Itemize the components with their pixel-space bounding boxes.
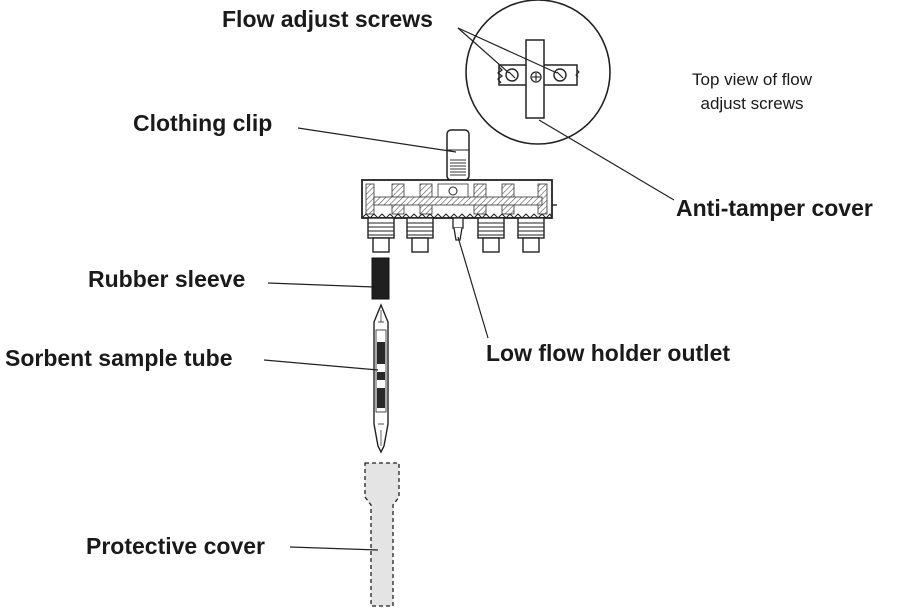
multi-tube-holder: [361, 179, 557, 219]
leader-rubber-sleeve: [267, 282, 375, 288]
label-sorbent-sample-tube: Sorbent sample tube: [5, 345, 233, 371]
tube-port-1: [367, 217, 395, 253]
leader-protective-cover: [289, 546, 379, 551]
leader-lines: [263, 27, 675, 551]
tube-port-3: [477, 217, 505, 253]
leader-clothing-clip: [297, 127, 457, 153]
label-low-flow-holder-outlet: Low flow holder outlet: [486, 340, 731, 366]
sorbent-sample-tube: [373, 303, 389, 454]
leader-flow-adjust-left: [457, 27, 510, 74]
protective-cover: [364, 462, 400, 607]
leader-anti-tamper-cover: [538, 119, 675, 201]
inset-caption: Top view of flow adjust screws: [672, 68, 832, 116]
rubber-sleeve: [371, 257, 390, 300]
leader-sorbent-tube: [263, 359, 379, 371]
low-flow-outlet-nozzle: [452, 217, 464, 241]
label-anti-tamper-cover: Anti-tamper cover: [676, 195, 873, 221]
label-rubber-sleeve: Rubber sleeve: [88, 266, 246, 292]
inset-caption-line-2: adjust screws: [700, 94, 804, 113]
leader-flow-adjust-right: [457, 27, 558, 74]
tube-port-4: [517, 217, 545, 253]
inset-top-view: [465, 0, 611, 145]
tube-port-2: [406, 217, 434, 253]
label-flow-adjust-screws: Flow adjust screws: [222, 6, 433, 32]
leader-low-flow-outlet: [457, 236, 489, 339]
label-protective-cover: Protective cover: [86, 533, 265, 559]
label-clothing-clip: Clothing clip: [133, 110, 273, 136]
inset-caption-line-1: Top view of flow: [692, 70, 812, 89]
